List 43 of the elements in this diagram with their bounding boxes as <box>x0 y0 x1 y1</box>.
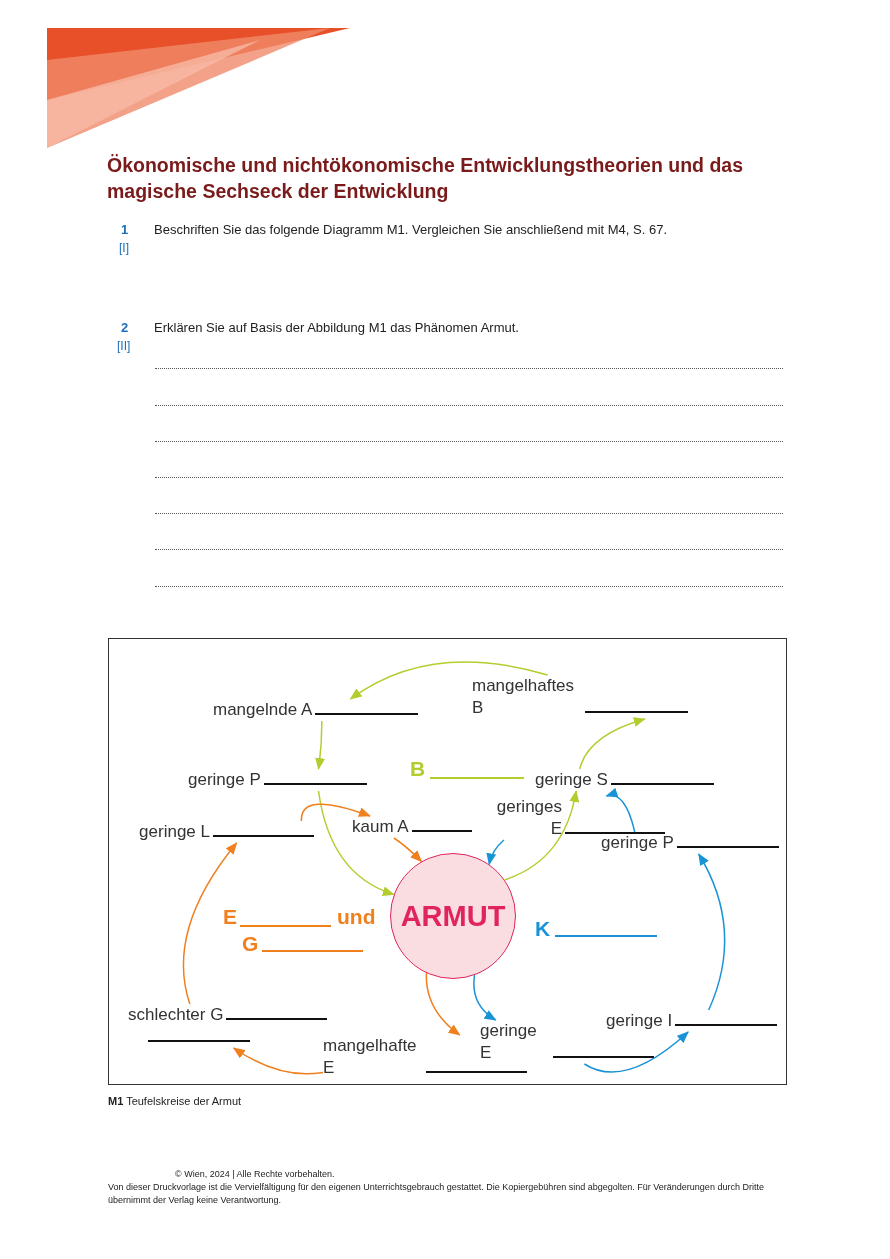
arrow <box>503 790 579 881</box>
cycle-letter: G <box>242 932 259 956</box>
arrow <box>317 790 395 896</box>
arrow <box>349 661 549 700</box>
term-label: schlechter G <box>128 1005 224 1024</box>
term-label: mangelnde A <box>213 700 313 719</box>
cycle-letter: B <box>410 757 426 781</box>
term-label: geringe E <box>480 1020 538 1064</box>
copyright-line: © Wien, 2024 | Alle Rechte vorbehalten. <box>175 1169 336 1179</box>
arrow <box>300 803 371 822</box>
term-label: geringe P <box>601 833 674 852</box>
circle-label: ARMUT <box>400 899 506 933</box>
arrow <box>605 788 636 833</box>
page-title: Ökonomische und nichtökonomische Entwicklungstheorien und das magische Sechseck der Entwicklung <box>107 153 744 204</box>
term-label: geringes E <box>495 796 562 840</box>
arrow <box>578 717 646 770</box>
arrow <box>583 1031 689 1073</box>
arrow <box>232 1047 324 1075</box>
task-text: Erklären Sie auf Basis der Abbildung M1 das Phänomen Armut. <box>154 320 520 335</box>
term-label: geringe S <box>535 770 608 789</box>
arrow <box>473 974 497 1021</box>
term-label: mangelhafte E <box>323 1035 418 1079</box>
term-label: geringe I <box>606 1011 673 1030</box>
arrow <box>698 853 726 1011</box>
arrow <box>182 842 238 1005</box>
difficulty-level: [II] <box>117 339 131 353</box>
term-label: mangelhaftes B <box>472 675 576 719</box>
task-text: Beschriften Sie das folgende Diagramm M1. Vergleichen Sie anschließend mit M4, S. 67. <box>154 222 669 237</box>
cycle-letter: K <box>535 917 551 941</box>
difficulty-level: [I] <box>119 241 129 255</box>
footer-note: Von dieser Druckvorlage ist die Vervielfältigung für den eigenen Unterrichtsgebrauch gestattet. Die Kopiergebühren sind abgegolten. Für Veränderungen durch Dritte übernimmt der Verlag keine Verantwortung. <box>108 1181 765 1207</box>
term-label: geringe P <box>188 770 261 789</box>
cycle-word: und <box>337 905 376 929</box>
figure-caption: M1 Teufelskreise der Armut <box>108 1095 242 1107</box>
cycle-letter: E <box>223 905 237 929</box>
arrow <box>315 720 325 770</box>
task-number: 2 <box>121 320 129 335</box>
task-number: 1 <box>121 222 130 237</box>
term-label: kaum A <box>352 817 409 836</box>
arrow <box>425 972 461 1036</box>
arrow <box>486 839 505 866</box>
term-label: geringe L <box>138 821 210 843</box>
arrow <box>393 837 423 863</box>
